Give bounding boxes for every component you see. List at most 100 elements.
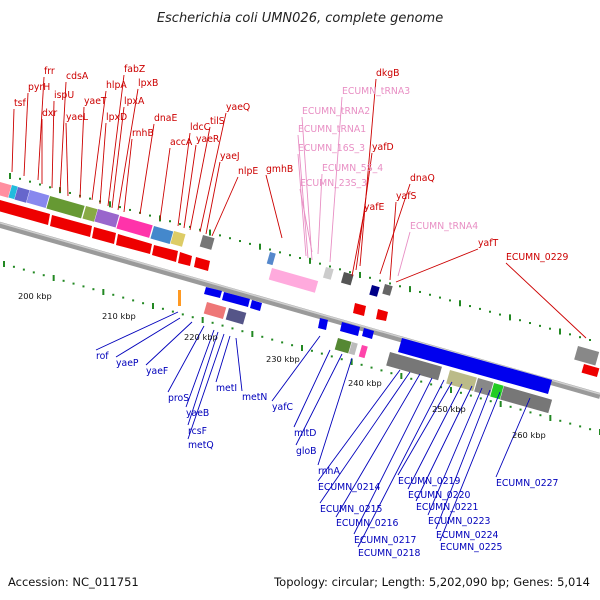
scale-tick xyxy=(479,307,481,310)
scale-tick xyxy=(450,387,452,393)
scale-tick xyxy=(181,313,184,316)
scale-tick xyxy=(309,257,311,264)
label-leader-ecumn-0224 xyxy=(435,389,491,530)
scale-tick xyxy=(169,220,171,223)
gene-label-gmhb: gmhB xyxy=(266,164,293,175)
gene-label-ldcc: ldcC xyxy=(190,122,210,133)
scale-tick xyxy=(430,383,433,386)
scale-tick xyxy=(569,333,571,336)
gene-label-yaep: yaeP xyxy=(116,358,139,369)
label-leader-gmhb xyxy=(265,174,283,239)
gene-label-yaet: yaeT xyxy=(84,96,107,107)
gene-label-ecumn-16s-3: ECUMN_16S_3 xyxy=(298,143,365,154)
scale-tick xyxy=(469,305,471,308)
forward-gene-labels: tsfpyrHfrrdxrispUcdsAyaeLyaeThlpAlpxDfab… xyxy=(11,64,587,339)
gene-label-lpxd: lpxD xyxy=(106,112,127,123)
gene-label-ecumn-5s-4: ECUMN_5S_4 xyxy=(322,163,383,174)
label-leader-fabz xyxy=(107,74,125,207)
label-leader-lpxb xyxy=(117,88,139,211)
scale-tick xyxy=(269,248,271,251)
gene-label-ecumn-trna4: ECUMN_tRNA4 xyxy=(410,221,478,232)
scale-tick xyxy=(469,394,472,397)
scale-tick xyxy=(112,293,115,296)
gene-label-dnaq: dnaQ xyxy=(410,173,435,184)
gene-label-nlpe: nlpE xyxy=(238,166,258,177)
scale-tick xyxy=(529,411,532,414)
gene-label-rnha: rnhA xyxy=(318,466,340,477)
label-leader-ecumn-0217 xyxy=(353,377,433,535)
gene-label-tils: tilS xyxy=(210,116,225,127)
label-leader-yaer xyxy=(183,144,197,229)
label-leader-yaet xyxy=(79,106,85,199)
gene-label-yafe: yafE xyxy=(364,202,384,213)
scale-tick xyxy=(211,321,214,324)
scale-tick xyxy=(199,228,201,231)
scale-tick xyxy=(291,344,294,347)
scale-label-220-kbp: 220 kbp xyxy=(184,332,218,342)
scale-tick xyxy=(239,240,241,243)
scale-tick xyxy=(390,372,393,375)
scale-label-250-kbp: 250 kbp xyxy=(432,404,466,414)
label-leader-ecumn-5s-4 xyxy=(317,173,323,255)
gene-label-frr: frr xyxy=(44,66,55,77)
scale-tick xyxy=(359,271,361,278)
scale-tick xyxy=(489,400,492,403)
label-leader-ecumn-0223 xyxy=(427,387,483,516)
label-leader-mltd xyxy=(293,349,331,428)
scale-tick xyxy=(350,359,353,365)
scale-tick xyxy=(249,242,251,245)
scale-tick xyxy=(549,327,551,330)
scale-tick xyxy=(440,386,443,389)
scale-ticks xyxy=(3,173,600,435)
label-leader-tils xyxy=(189,126,211,231)
scale-tick xyxy=(439,296,441,299)
label-leader-ecumn-0219 xyxy=(397,381,453,476)
scale-tick xyxy=(459,300,461,307)
scale-tick xyxy=(529,322,531,325)
scale-tick xyxy=(579,336,581,339)
gene-label-pyrh: pyrH xyxy=(28,82,50,93)
scale-tick xyxy=(42,274,45,277)
scale-tick xyxy=(241,330,244,333)
scale-tick xyxy=(92,288,95,291)
scale-tick xyxy=(389,282,391,285)
label-leader-rof xyxy=(95,311,179,351)
scale-tick xyxy=(549,415,552,421)
scale-tick xyxy=(209,229,211,236)
scale-tick xyxy=(52,275,55,281)
scale-tick xyxy=(279,251,281,254)
scale-tick xyxy=(489,310,491,313)
scale-tick xyxy=(289,254,291,257)
scale-tick xyxy=(420,380,423,383)
gene-label-yafc: yafC xyxy=(272,402,293,413)
scale-tick xyxy=(39,183,41,186)
scale-tick xyxy=(320,352,323,355)
gene-label-mltd: mltD xyxy=(294,428,316,439)
scale-tick xyxy=(539,414,542,417)
gene-label-ecumn-0219: ECUMN_0219 xyxy=(398,476,461,487)
gene-label-yaft: yafT xyxy=(478,238,498,249)
scale-tick xyxy=(219,234,221,237)
feature-tracks xyxy=(0,181,600,414)
scale-tick xyxy=(29,180,31,183)
scale-tick xyxy=(171,310,174,313)
gene-label-yaef: yaeF xyxy=(146,366,168,377)
label-leader-rnhb xyxy=(123,138,133,213)
label-leader-meti xyxy=(215,335,231,383)
label-leader-ecumn-16s-3 xyxy=(297,153,307,257)
gene-label-ecumn-0215: ECUMN_0215 xyxy=(320,504,383,515)
label-leader-metn xyxy=(235,337,243,392)
gene-label-ecumn-0225: ECUMN_0225 xyxy=(440,542,503,553)
scale-tick xyxy=(559,419,562,422)
scale-tick xyxy=(32,271,35,274)
genome-summary-text: Topology: circular; Length: 5,202,090 bp… xyxy=(273,575,590,589)
label-leader-yaft xyxy=(395,248,479,283)
gene-label-ecumn-0218: ECUMN_0218 xyxy=(358,548,421,559)
scale-tick xyxy=(22,268,25,271)
scale-tick xyxy=(3,261,5,267)
scale-label-230-kbp: 230 kbp xyxy=(266,354,300,364)
scale-tick xyxy=(499,401,502,407)
map-title: Escherichia coli UMN026, complete genome xyxy=(157,11,443,26)
scale-tick xyxy=(82,285,85,288)
